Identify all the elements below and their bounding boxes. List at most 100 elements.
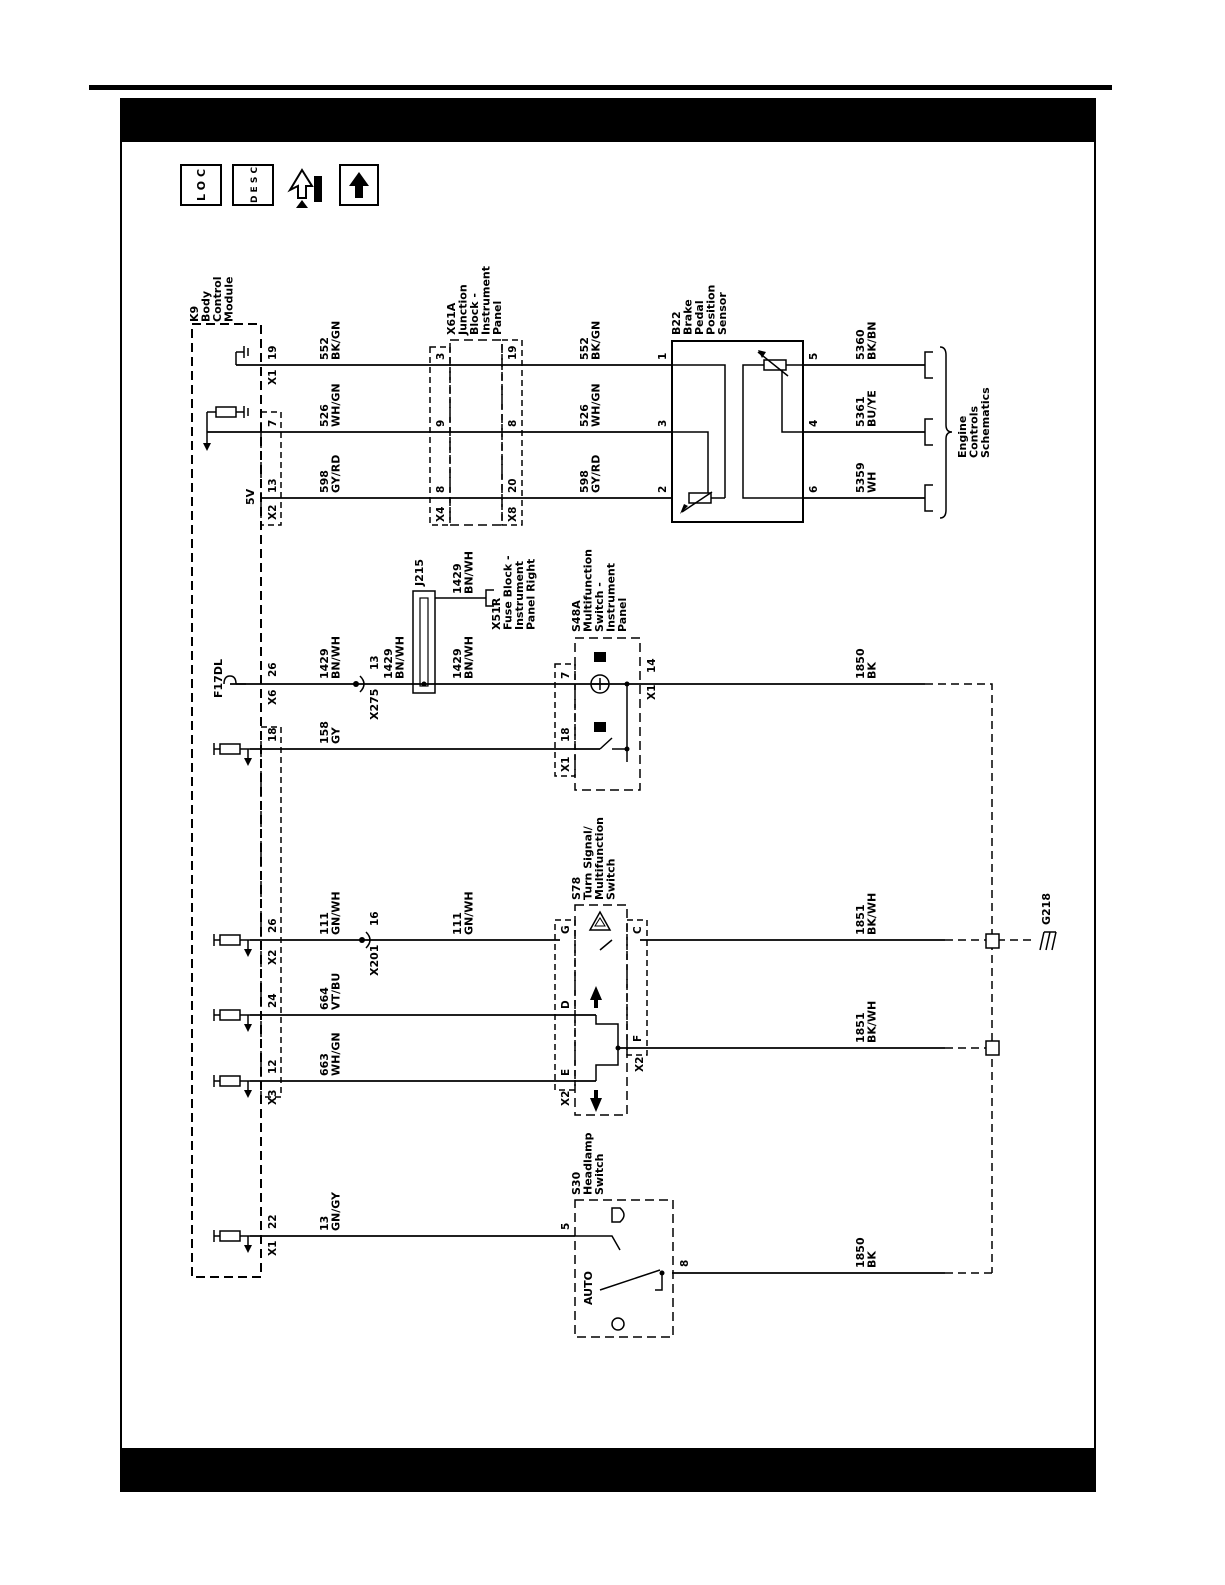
pin-s78-e: E — [560, 1069, 572, 1076]
s48a-multifunction-switch: S48AMultifunctionSwitch -InstrumentPanel — [554, 549, 641, 791]
footer-bar — [120, 1448, 1096, 1492]
f17dl-label: F17DL — [212, 659, 225, 698]
ground-return-dashed — [925, 683, 993, 1273]
wire-label-1850-b: 1850BK — [854, 1237, 879, 1268]
conn-x3: X3 — [267, 1090, 279, 1105]
x201-inline-connector: X201 — [359, 931, 381, 976]
pin-s78-d: D — [560, 1000, 572, 1009]
pin-k9-22: 22 — [267, 1214, 279, 1229]
s30-headlamp-switch: S30HeadlampSwitch AUTO — [570, 1132, 674, 1338]
b22-label: B22BrakePedalPositionSensor — [670, 285, 729, 335]
wire-label-598-a: 598GY/RD — [318, 455, 343, 493]
s48a-label: S48AMultifunctionSwitch -InstrumentPanel — [570, 549, 629, 632]
g218-ground: G218 — [1039, 893, 1057, 951]
repair-info-icon[interactable] — [287, 168, 322, 208]
desc-icon-label: D E S C — [250, 167, 260, 204]
s78-turn-signal-switch: S78Turn Signal/MultifunctionSwitch — [554, 817, 648, 1116]
header-bar — [120, 98, 1096, 142]
pin-x8-20: 20 — [507, 478, 519, 493]
pin-s48-7: 7 — [560, 672, 572, 679]
pin-s48-14: 14 — [646, 658, 658, 673]
pin-s78-f: F — [632, 1035, 644, 1042]
wire-label-526-b: 526WH/GN — [578, 383, 603, 427]
pin-s78-g: G — [560, 925, 572, 934]
pin-k9-13: 13 — [267, 478, 279, 493]
pin-x4-3: 3 — [435, 353, 447, 360]
pin-x201-16: 16 — [369, 911, 381, 926]
engine-controls-connectors: EngineControlsSchematics — [924, 346, 992, 519]
wire-label-1429-b: 1429BN/WH — [382, 636, 407, 679]
conn-x2-b: X2 — [267, 950, 279, 965]
wire-label-158: 158GY — [318, 721, 343, 744]
g218-label: G218 — [1040, 893, 1053, 925]
wire-label-664: 664VT/BU — [318, 973, 343, 1010]
pin-k9-24: 24 — [267, 993, 279, 1008]
five-v-label: 5V — [244, 488, 257, 505]
up-arrow-icon[interactable] — [339, 164, 379, 206]
conn-x1-s48-left: X1 — [560, 757, 572, 772]
wire-label-5360: 5360BK/BN — [854, 321, 879, 360]
desc-icon[interactable]: D E S C — [232, 164, 274, 206]
k9-x2-connector — [260, 411, 282, 526]
wire-label-111-b: 111GN/WH — [451, 891, 476, 935]
x275-inline-connector: X275 — [353, 675, 381, 720]
loc-icon-label: L O C — [195, 169, 208, 201]
wire-label-552-a: 552BK/GN — [318, 321, 343, 360]
pin-b22-6: 6 — [808, 486, 820, 493]
wire-label-1851-b: 1851BK/WH — [854, 1001, 879, 1043]
conn-x2-a: X2 — [267, 505, 279, 520]
pin-b22-2: 2 — [657, 486, 669, 493]
pin-b22-5: 5 — [808, 353, 820, 360]
wire-label-13: 13GN/GY — [318, 1191, 343, 1231]
pin-s78-c: C — [632, 926, 644, 934]
k9-body-control-module: K9BodyControlModule 5V — [188, 277, 262, 1278]
pin-k9-26-b: 26 — [267, 918, 279, 933]
loc-icon[interactable]: L O C — [180, 164, 222, 206]
wire-label-5361: 5361BU/YE — [854, 390, 879, 427]
wire-label-1429-c: 1429BN/WH — [451, 636, 476, 679]
conn-x8: X8 — [507, 507, 519, 522]
connector-labels: X1 X2 X4 X8 X6 X1 X1 X2 X3 X2 X2 X1 — [267, 370, 658, 1256]
wire-label-1429-d: 1429BN/WH — [451, 551, 476, 594]
pin-x4-9: 9 — [435, 420, 447, 427]
ground-symbol — [235, 346, 249, 365]
x51r-label: X51RFuse Block -InstrumentPanel Right — [490, 555, 538, 630]
conn-x2-s78-right: X2 — [634, 1057, 646, 1072]
pin-k9-18: 18 — [267, 727, 279, 742]
pin-s30-5: 5 — [560, 1223, 572, 1230]
auto-label: AUTO — [582, 1271, 595, 1305]
x61a-label: X61AJunctionBlock -InstrumentPanel — [445, 266, 504, 336]
pin-k9-12: 12 — [267, 1059, 279, 1074]
wire-labels: 552BK/GN 526WH/GN 598GY/RD 552BK/GN 526W… — [318, 321, 879, 1268]
pin-numbers: 19 7 13 3 9 8 19 8 20 1 3 2 5 4 6 26 18 … — [267, 345, 820, 1267]
wire-label-111-a: 111GN/WH — [318, 891, 343, 935]
conn-x1-a: X1 — [267, 370, 279, 385]
x51r-fuse-block: X51RFuse Block -InstrumentPanel Right — [485, 555, 538, 630]
wire-label-526-a: 526WH/GN — [318, 383, 343, 427]
engine-controls-label: EngineControlsSchematics — [956, 387, 992, 458]
pin-s30-8: 8 — [679, 1260, 691, 1267]
s30-label: S30HeadlampSwitch — [570, 1132, 606, 1195]
pin-x8-8: 8 — [507, 420, 519, 427]
pin-s48-18: 18 — [560, 727, 572, 742]
fuse-f17dl: F17DL — [212, 659, 246, 698]
x275-label: X275 — [368, 689, 381, 720]
k9-x2-x3-connector — [260, 726, 282, 1098]
j215-splice-pack: J215 — [412, 559, 486, 694]
top-rule — [89, 85, 1112, 90]
conn-x1-s48-right: X1 — [646, 685, 658, 700]
x201-label: X201 — [368, 945, 381, 976]
wire-label-663: 663WH/GN — [318, 1032, 343, 1076]
wire-label-598-b: 598GY/RD — [578, 455, 603, 493]
conn-x6: X6 — [267, 690, 279, 705]
pin-x275-13: 13 — [369, 655, 381, 670]
pin-x4-8: 8 — [435, 486, 447, 493]
page-frame — [120, 98, 1096, 1492]
wire-label-552-b: 552BK/GN — [578, 321, 603, 360]
pin-b22-3: 3 — [657, 420, 669, 427]
pin-k9-7: 7 — [267, 420, 279, 427]
pin-b22-4: 4 — [808, 420, 820, 427]
ground-splice-b — [985, 1040, 1000, 1056]
conn-x2-s78-left: X2 — [560, 1091, 572, 1106]
